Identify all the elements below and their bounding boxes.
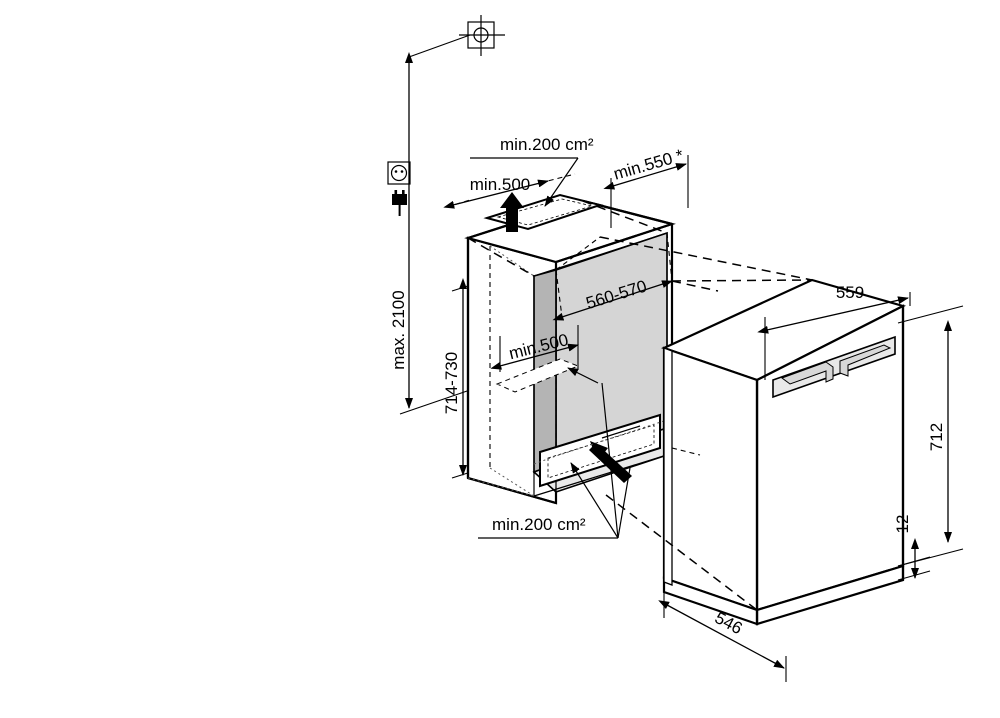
target-leader-line xyxy=(408,34,471,58)
inner-vent-leader xyxy=(567,367,599,384)
cabinet-niche xyxy=(464,192,676,505)
appliance-height-label: 712 xyxy=(927,423,946,451)
vent-bottom-area-label: min.200 cm² xyxy=(492,515,586,534)
niche-inner-rail xyxy=(533,419,668,465)
vent-bottom-area-leader-1 xyxy=(570,462,619,539)
appliance-base-label: 12 xyxy=(893,515,912,534)
dimension-vent-top-gap: min.500 xyxy=(443,173,576,209)
niche-depth-label: min.550 * xyxy=(611,146,686,184)
niche-width-leader-right xyxy=(671,280,719,292)
niche-hidden-edge-a xyxy=(467,237,557,263)
align-dash-upper xyxy=(599,236,813,281)
niche-depth-dimension-line xyxy=(603,163,687,190)
vent-top-gap-ext-right xyxy=(539,173,576,184)
dimension-vent-top-area: min.200 cm² xyxy=(470,135,594,207)
max-2100-lower-ext xyxy=(399,389,471,415)
niche-width-ext-right xyxy=(666,232,673,282)
power-plug-symbol xyxy=(392,190,407,216)
door-grip-handle xyxy=(772,335,896,399)
centre-target-symbol xyxy=(459,15,505,56)
vent-bottom-area-leader-2 xyxy=(601,382,619,539)
dimension-appliance-width: 559 xyxy=(757,283,911,380)
appliance-base-ext-bottom xyxy=(897,570,931,581)
niche-persp-1 xyxy=(467,237,535,277)
vent-top-area-label: min.200 cm² xyxy=(500,135,594,154)
niche-width-dimension-line xyxy=(552,280,673,321)
vent-top-gap-dimension-line xyxy=(443,179,549,209)
dimension-appliance-base: 12 xyxy=(893,515,931,581)
dimension-vent-bottom-area: min.200 cm² xyxy=(478,382,631,539)
niche-top-inner-edge xyxy=(555,222,673,264)
vent-top-area-leader xyxy=(544,157,579,207)
niche-persp-3 xyxy=(555,236,601,271)
niche-construction-3 xyxy=(467,477,535,497)
vent-bottom-area-leader-3 xyxy=(617,467,631,539)
vent-top-gap-ext-left xyxy=(446,199,471,208)
niche-construction-2 xyxy=(489,467,535,497)
vent-inner-gap-dimension-line xyxy=(490,343,579,370)
appliance-side-strip xyxy=(663,347,673,586)
niche-width-ext-left xyxy=(555,269,563,318)
appliance-base-ext-top xyxy=(897,556,931,567)
power-socket-symbol xyxy=(387,161,411,185)
dimension-max-2100: max. 2100 xyxy=(389,52,471,415)
appliance-width-label: 559 xyxy=(836,283,864,302)
max-2100-label: max. 2100 xyxy=(389,290,408,369)
appliance-unit xyxy=(661,278,906,626)
appliance-depth-dimension-line xyxy=(658,600,785,669)
vent-top-gap-label: min.500 xyxy=(470,175,530,194)
align-dash-top xyxy=(671,279,813,282)
grip-handle-left-notch xyxy=(780,361,834,385)
bottom-vent-divider xyxy=(601,425,641,439)
appliance-width-dimension-line xyxy=(757,296,909,334)
align-dash-bottom xyxy=(605,494,758,611)
niche-construction-1 xyxy=(489,245,535,277)
appliance-left-face xyxy=(662,346,759,612)
align-dash-small xyxy=(671,447,701,456)
niche-height-label: 714-730 xyxy=(442,352,461,414)
grip-handle-right-notch xyxy=(839,344,892,377)
appliance-height-ext-top xyxy=(897,305,964,324)
